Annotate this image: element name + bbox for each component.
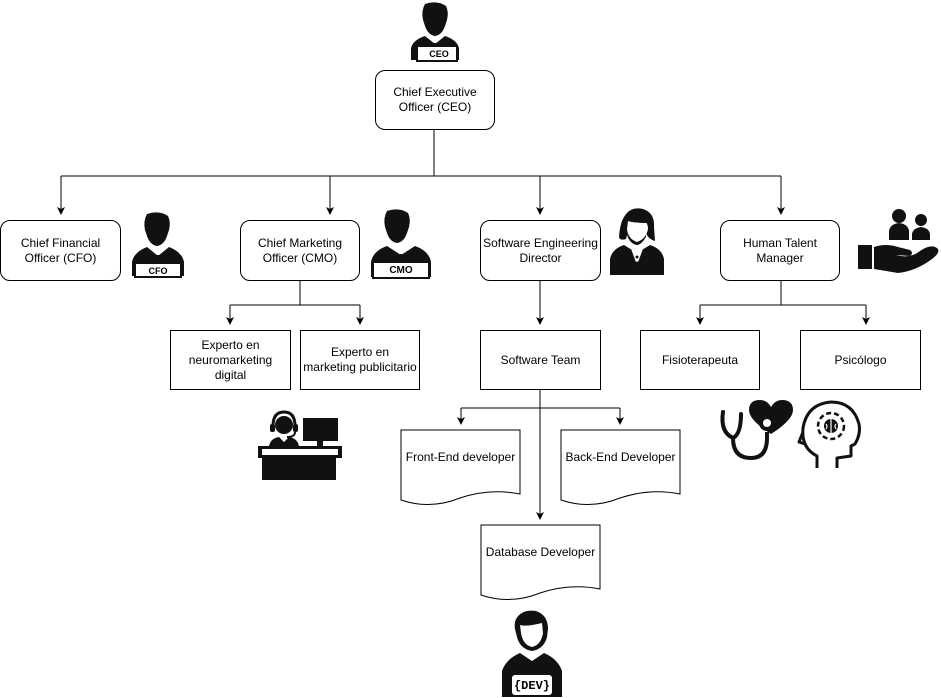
node-neuromarketing-expert[interactable]: Experto en neuromarketing digital [170, 330, 291, 390]
stethoscope-heart-icon [720, 400, 793, 461]
node-software-engineering-director[interactable]: Software Engineering Director [480, 220, 601, 281]
node-cmo[interactable]: Chief Marketing Officer (CMO) [240, 220, 360, 281]
node-ceo-label: Chief Executive Officer (CEO) [393, 85, 477, 114]
node-cmo-label: Chief Marketing Officer (CMO) [257, 235, 343, 265]
cmo-badge-label: CMO [389, 265, 413, 276]
node-cfo-label: Chief Financial Officer (CFO) [20, 235, 101, 265]
node-backend-developer[interactable]: Back-End Developer [561, 450, 680, 465]
cfo-icon [132, 212, 184, 278]
node-database-label: Database Developer [485, 545, 596, 559]
node-sed-label: Software Engineering Director [483, 235, 598, 265]
node-software-team[interactable]: Software Team [480, 330, 601, 390]
node-frontend-developer[interactable]: Front-End developer [401, 450, 520, 465]
node-psico-label: Psicólogo [834, 352, 887, 367]
node-human-talent-manager[interactable]: Human Talent Manager [720, 220, 840, 281]
ceo-icon [411, 2, 459, 62]
cmo-icon [371, 209, 431, 279]
node-software-team-label: Software Team [500, 352, 581, 367]
node-htm-label: Human Talent Manager [743, 235, 817, 265]
database-shape [480, 524, 601, 600]
connector-team-bus [461, 390, 620, 409]
node-publicitario-label: Experto en marketing publicitario [303, 345, 417, 374]
connector-cmo-bus [230, 281, 360, 306]
dev-badge-label: {DEV} [514, 679, 550, 693]
developer-icon [502, 610, 562, 697]
connector-htm-bus [700, 281, 866, 306]
hand-holding-people-icon [858, 209, 939, 273]
ceo-badge-label: CEO [429, 49, 449, 59]
node-frontend-label: Front-End developer [405, 450, 516, 464]
node-database-developer[interactable]: Database Developer [481, 545, 600, 560]
frontend-shape [400, 429, 521, 505]
head-brain-icon [797, 400, 861, 468]
node-advertising-expert[interactable]: Experto en marketing publicitario [300, 330, 420, 390]
node-fisioterapeuta[interactable]: Fisioterapeuta [640, 330, 760, 390]
node-backend-label: Back-End Developer [565, 450, 676, 464]
node-cfo[interactable]: Chief Financial Officer (CFO) [0, 220, 121, 281]
backend-shape [560, 429, 681, 505]
cfo-badge-label: CFO [149, 266, 168, 276]
node-fisio-label: Fisioterapeuta [661, 352, 739, 367]
businesswoman-icon [610, 208, 664, 275]
call-center-agent-icon [258, 410, 342, 480]
node-neuro-label: Experto en neuromarketing digital [188, 337, 273, 382]
node-ceo[interactable]: Chief Executive Officer (CEO) [375, 70, 495, 130]
node-psicologo[interactable]: Psicólogo [800, 330, 921, 390]
